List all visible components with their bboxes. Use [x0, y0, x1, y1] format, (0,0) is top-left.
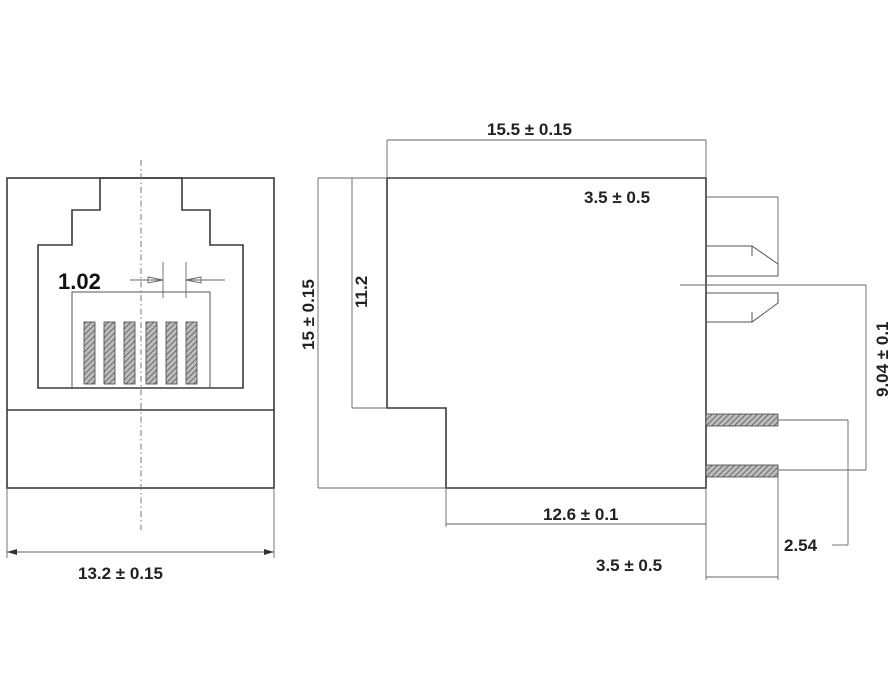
dim-latch-offset: 3.5 ± 0.5	[584, 188, 779, 264]
contact-pin	[83, 321, 96, 385]
dim-inner-height: 11.2	[351, 178, 387, 409]
contact-pin	[123, 321, 136, 385]
side-pin-upper	[705, 413, 779, 427]
pin-spacing-label: 9.04 ± 0.1	[873, 322, 890, 398]
dim-side-height: 15 ± 0.15	[299, 177, 446, 489]
front-socket-outline	[37, 177, 244, 389]
dim-side-length: 15.5 ± 0.15	[386, 120, 707, 178]
dim-pin-length: 3.5 ± 0.5	[596, 477, 779, 580]
side-view: 15.5 ± 0.15 15 ± 0.15 11.2 3.5 ± 0.5 9.0…	[299, 120, 890, 580]
contact-pin	[165, 321, 178, 385]
front-pins	[83, 321, 198, 385]
pin-pitch-label: 1.02	[58, 269, 101, 294]
front-view: 1.02 13.2 ± 0.15	[6, 160, 275, 583]
dim-bottom-length: 12.6 ± 0.1	[445, 488, 707, 580]
side-height-label: 15 ± 0.15	[299, 279, 318, 350]
side-body-outline	[386, 177, 707, 489]
contact-pin	[145, 321, 158, 385]
side-pin-pitch-label: 2.54	[784, 536, 818, 555]
contact-pin	[103, 321, 116, 385]
front-width-label: 13.2 ± 0.15	[78, 564, 163, 583]
bottom-length-label: 12.6 ± 0.1	[543, 505, 619, 524]
side-length-label: 15.5 ± 0.15	[487, 120, 572, 139]
dim-pin-spacing: 9.04 ± 0.1	[778, 285, 890, 471]
latch-offset-label: 3.5 ± 0.5	[584, 188, 650, 207]
latch	[706, 245, 779, 323]
dim-pin-pitch-front: 1.02	[58, 262, 225, 298]
contact-pin	[185, 321, 198, 385]
dim-front-width: 13.2 ± 0.15	[6, 488, 275, 583]
inner-height-label: 11.2	[352, 276, 371, 308]
pin-length-label: 3.5 ± 0.5	[596, 556, 662, 575]
dim-side-pin-pitch: 2.54	[778, 419, 849, 555]
side-pin-lower	[705, 464, 779, 478]
